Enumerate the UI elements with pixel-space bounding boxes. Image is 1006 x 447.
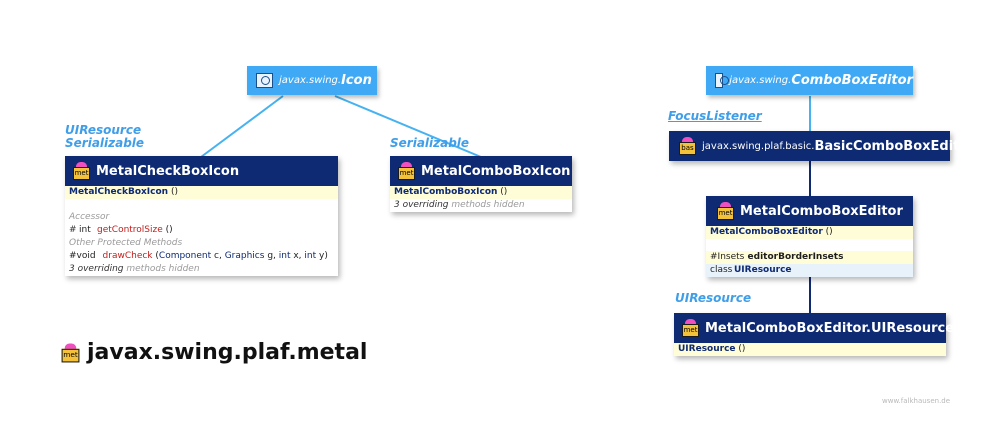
class-header: met MetalComboBoxEditor.UIResource bbox=[674, 313, 954, 343]
class-header: met MetalCheckBoxIcon bbox=[65, 156, 338, 186]
hidden-methods-note: 3 overriding methods hidden bbox=[394, 200, 525, 210]
constructor-row: MetalComboBoxIcon () bbox=[390, 186, 572, 199]
label-focus-listener[interactable]: FocusListener bbox=[668, 109, 762, 123]
interface-icon bbox=[715, 73, 730, 88]
section-accessor: Accessor bbox=[69, 212, 110, 222]
package-icon: met bbox=[717, 202, 734, 220]
package-icon: met bbox=[398, 162, 415, 180]
watermark: www.falkhausen.de bbox=[882, 397, 951, 405]
class-title: MetalComboBoxEditor bbox=[740, 203, 903, 219]
metal-combo-box-icon-class[interactable]: met MetalComboBoxIcon MetalComboBoxIcon … bbox=[390, 156, 572, 212]
link-combobox-icon-to-icon bbox=[334, 95, 482, 158]
label-ui-resource-checkbox: UIResource bbox=[65, 123, 142, 137]
class-header: bas javax.swing.plaf.basic. BasicComboBo… bbox=[669, 131, 975, 161]
package-icon: met bbox=[73, 162, 90, 180]
label-serializable-combobox: Serializable bbox=[390, 136, 470, 150]
section-protected: Other Protected Methods bbox=[69, 238, 183, 248]
basic-combo-box-editor-class[interactable]: bas javax.swing.plaf.basic. BasicComboBo… bbox=[669, 131, 975, 161]
class-title: MetalComboBoxIcon bbox=[421, 163, 571, 179]
constructor-row: MetalComboBoxEditor () bbox=[706, 226, 913, 239]
class-title: MetalCheckBoxIcon bbox=[96, 163, 240, 179]
metal-combo-box-editor-ui-resource-class[interactable]: met MetalComboBoxEditor.UIResource UIRes… bbox=[674, 313, 954, 356]
spacer bbox=[65, 199, 338, 211]
link-checkbox-to-icon bbox=[200, 95, 284, 158]
metal-combo-box-editor-class[interactable]: met MetalComboBoxEditor MetalComboBoxEdi… bbox=[706, 196, 913, 277]
spacer bbox=[706, 239, 913, 251]
label-ui-resource: UIResource bbox=[675, 291, 752, 305]
interface-package: javax.swing. bbox=[729, 75, 792, 86]
package-title: met javax.swing.plaf.metal bbox=[61, 340, 368, 365]
icon-interface-box[interactable]: javax.swing. Icon bbox=[247, 66, 377, 95]
interface-name: ComboBoxEditor bbox=[791, 73, 913, 88]
metal-check-box-icon-class[interactable]: met MetalCheckBoxIcon MetalCheckBoxIcon … bbox=[65, 156, 338, 276]
constructor-row: MetalCheckBoxIcon () bbox=[65, 186, 338, 199]
package-icon: bas bbox=[679, 137, 696, 155]
interface-icon bbox=[256, 73, 273, 88]
hidden-methods-note: 3 overriding methods hidden bbox=[69, 264, 200, 274]
interface-package: javax.swing. bbox=[279, 75, 342, 86]
class-title: MetalComboBoxEditor.UIResource bbox=[705, 320, 955, 336]
interface-name: Icon bbox=[341, 73, 372, 88]
package-title-text: javax.swing.plaf.metal bbox=[87, 340, 368, 365]
constructor-row: UIResource () bbox=[674, 343, 946, 356]
class-header: met MetalComboBoxIcon bbox=[390, 156, 572, 186]
class-header: met MetalComboBoxEditor bbox=[706, 196, 913, 226]
package-icon: met bbox=[682, 319, 699, 337]
class-package: javax.swing.plaf.basic. bbox=[702, 140, 815, 152]
combo-box-editor-interface-box[interactable]: javax.swing. ComboBoxEditor bbox=[706, 66, 913, 95]
label-serializable-checkbox: Serializable bbox=[65, 136, 145, 150]
class-title: BasicComboBoxEditor bbox=[814, 138, 975, 154]
package-icon: met bbox=[61, 343, 80, 362]
